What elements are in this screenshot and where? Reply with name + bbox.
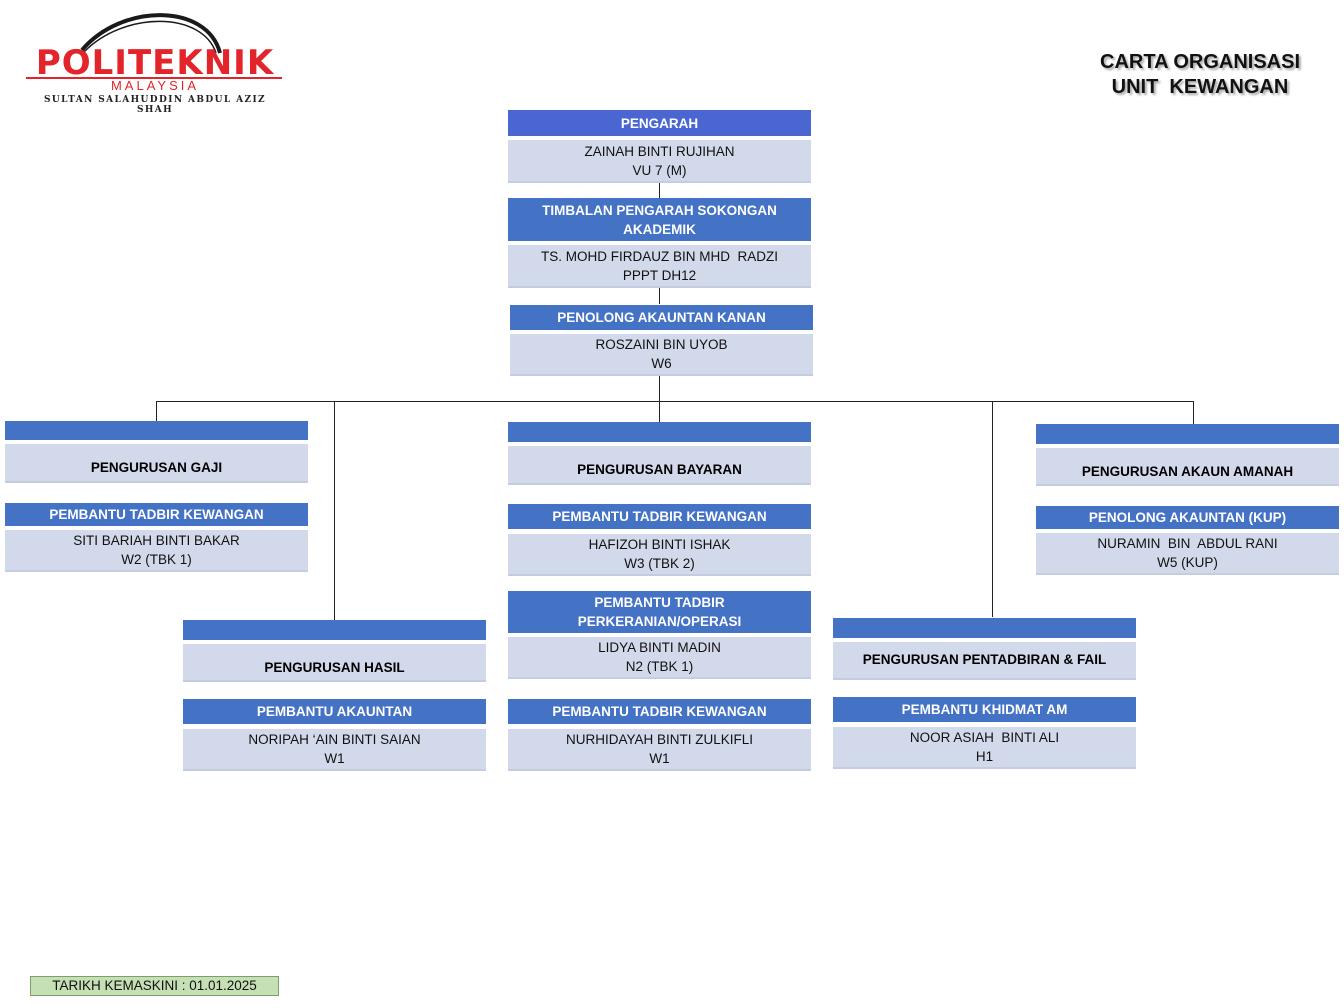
pentadbiran-dept-bar [833,618,1136,638]
politeknik-logo: POLITEKNIK MALAYSIA SULTAN SALAHUDDIN AB… [22,8,292,115]
bayaran-dept-name: PENGURUSAN BAYARAN [508,446,811,485]
pengarah-name: ZAINAH BINTI RUJIHAN [584,143,735,159]
hasil-staff-name: NORIPAH ‘AIN BINTI SAIAN [248,732,421,747]
bayaran-dept-bar [508,422,811,442]
logo-wordmark: POLITEKNIK [35,43,275,83]
penolong-kanan-card: ROSZAINI BIN UYOB W6 [510,334,813,376]
connector-horizontal [156,401,1194,402]
bayaran-staff-2-card: LIDYA BINTI MADIN N2 (TBK 1) [508,637,811,679]
pentadbiran-staff-grade: H1 [975,749,994,764]
amanah-staff-card: NURAMIN BIN ABDUL RANI W5 (KUP) [1036,533,1339,575]
connector-pentadbiran [992,401,993,617]
connector-penolong-trunk [659,376,660,422]
connector-hasil [334,401,335,620]
penolong-kanan-grade: W6 [651,356,672,371]
connector-pengarah-timbalan [659,182,660,198]
last-updated-box: TARIKH KEMASKINI : 01.01.2025 [30,976,279,996]
chart-title: CARTA ORGANISASI UNIT KEWANGAN [1060,50,1340,100]
amanah-staff-role: PENOLONG AKAUNTAN (KUP) [1036,506,1339,529]
logo-arc-icon [26,13,282,79]
logo-country: MALAYSIA [110,78,200,93]
gaji-dept-bar [5,421,308,440]
bayaran-staff-3-card: NURHIDAYAH BINTI ZULKIFLI W1 [508,729,811,771]
pentadbiran-staff-name: NOOR ASIAH BINTI ALI [909,730,1060,745]
timbalan-grade: PPPT DH12 [622,267,697,283]
gaji-staff-role: PEMBANTU TADBIR KEWANGAN [5,503,308,526]
amanah-staff-name: NURAMIN BIN ABDUL RANI [1097,536,1278,551]
hasil-staff-grade: W1 [324,751,345,766]
penolong-kanan-role: PENOLONG AKAUNTAN KANAN [510,305,813,330]
gaji-staff-card: SITI BARIAH BINTI BAKAR W2 (TBK 1) [5,530,308,572]
hasil-dept-name: PENGURUSAN HASIL [183,644,486,682]
bayaran-staff-1-grade: W3 (TBK 2) [624,556,695,571]
timbalan-role: TIMBALAN PENGARAH SOKONGAN AKADEMIK [508,198,811,241]
logo-campus: SULTAN SALAHUDDIN ABDUL AZIZ SHAH [43,95,267,115]
pengarah-card: ZAINAH BINTI RUJIHAN VU 7 (M) [508,140,811,183]
connector-gaji [156,401,157,422]
pentadbiran-staff-role: PEMBANTU KHIDMAT AM [833,697,1136,722]
connector-amanah [1193,401,1194,424]
amanah-dept-name: PENGURUSAN AKAUN AMANAH [1036,448,1339,486]
bayaran-staff-3-grade: W1 [649,751,670,766]
bayaran-staff-2-name: LIDYA BINTI MADIN [598,640,721,655]
connector-timbalan-penolong [659,288,660,304]
gaji-staff-grade: W2 (TBK 1) [121,552,192,567]
hasil-dept-bar [183,620,486,640]
bayaran-staff-1-role: PEMBANTU TADBIR KEWANGAN [508,504,811,529]
pengarah-grade: VU 7 (M) [632,162,687,178]
amanah-staff-grade: W5 (KUP) [1157,555,1218,570]
gaji-dept-name: PENGURUSAN GAJI [5,444,308,483]
gaji-staff-name: SITI BARIAH BINTI BAKAR [73,533,240,548]
bayaran-staff-3-role: PEMBANTU TADBIR KEWANGAN [508,699,811,724]
hasil-staff-role: PEMBANTU AKAUNTAN [183,699,486,724]
hasil-staff-card: NORIPAH ‘AIN BINTI SAIAN W1 [183,729,486,771]
penolong-kanan-name: ROSZAINI BIN UYOB [595,337,728,352]
title-line-1: CARTA ORGANISASI [1100,51,1300,73]
timbalan-card: TS. MOHD FIRDAUZ BIN MHD RADZI PPPT DH12 [508,245,811,288]
pengarah-role: PENGARAH [508,110,811,136]
bayaran-staff-1-name: HAFIZOH BINTI ISHAK [588,537,731,552]
pentadbiran-staff-card: NOOR ASIAH BINTI ALI H1 [833,727,1136,769]
timbalan-name: TS. MOHD FIRDAUZ BIN MHD RADZI [541,248,778,264]
bayaran-staff-2-grade: N2 (TBK 1) [625,659,694,674]
bayaran-staff-3-name: NURHIDAYAH BINTI ZULKIFLI [565,732,754,747]
title-line-2: UNIT KEWANGAN [1111,76,1289,98]
bayaran-staff-2-role: PEMBANTU TADBIR PERKERANIAN/OPERASI [508,591,811,633]
amanah-dept-bar [1036,424,1339,444]
pentadbiran-dept-name: PENGURUSAN PENTADBIRAN & FAIL [833,642,1136,680]
bayaran-staff-1-card: HAFIZOH BINTI ISHAK W3 (TBK 2) [508,534,811,576]
